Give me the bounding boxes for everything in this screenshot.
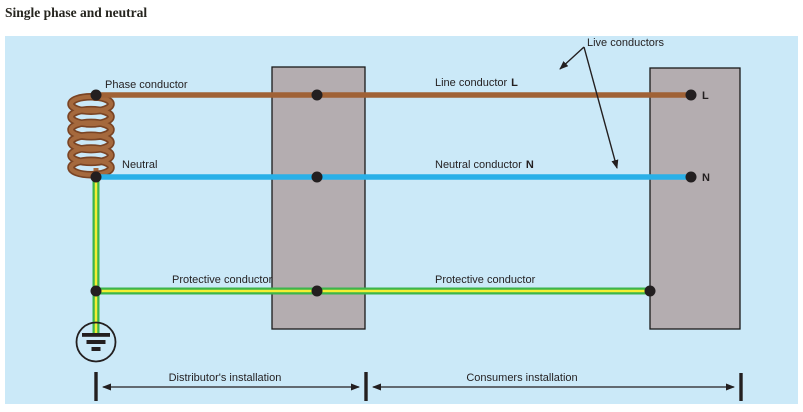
junction-dot-protective-board (311, 285, 323, 297)
installation-extent-markers (94, 372, 743, 401)
distributor-board (271, 66, 366, 330)
live-arrow-to-phase (559, 46, 585, 70)
earth-symbol-icon (75, 321, 117, 363)
phase-conductor-label: Phase conductor (105, 79, 188, 91)
neutral-label: Neutral (122, 159, 157, 171)
protective-conductor-label-right: Protective conductor (435, 274, 536, 286)
line-terminal-text: L (511, 77, 518, 89)
neutral-conductor-text: Neutral conductor (435, 159, 522, 171)
terminal-l-label: L (702, 90, 709, 102)
terminal-n-dot (685, 171, 697, 183)
protective-conductor-label-left: Protective conductor (172, 274, 273, 286)
distributors-installation-label: Distributor's installation (169, 372, 282, 384)
live-arrow-to-neutral (583, 46, 619, 169)
terminal-n-label: N (702, 172, 710, 184)
junction-dot-protective-source (90, 285, 102, 297)
terminal-l-dot (685, 89, 697, 101)
junction-dot-phase-source (90, 89, 102, 101)
junction-dot-neutral-board (311, 171, 323, 183)
live-conductors-arrows (559, 46, 619, 169)
consumers-installation-label: Consumers installation (466, 372, 577, 384)
junction-dots (90, 89, 697, 297)
figure-title: Single phase and neutral (5, 5, 148, 20)
junction-dot-protective-consumer (644, 285, 656, 297)
junction-dot-neutral-source (90, 171, 102, 183)
supply-coil-icon (67, 93, 115, 179)
live-conductors-label: Live conductors (587, 37, 665, 49)
consumer-board (649, 67, 741, 330)
line-conductor-label: Line conductor L (435, 77, 518, 89)
line-conductor-text: Line conductor (435, 77, 507, 89)
neutral-conductor-label: Neutral conductor N (435, 159, 534, 171)
junction-dot-phase-board (311, 89, 323, 101)
neutral-terminal-text: N (526, 159, 534, 171)
